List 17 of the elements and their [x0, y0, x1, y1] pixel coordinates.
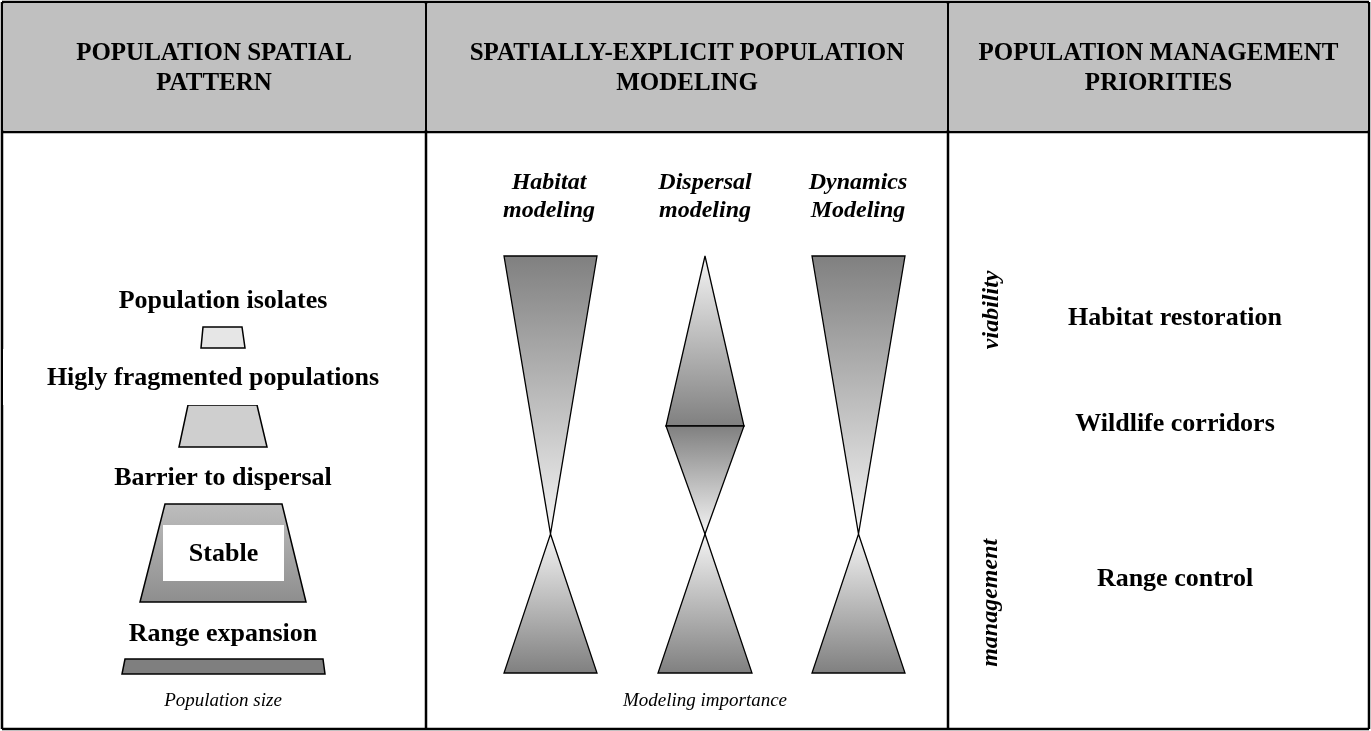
model-type-label: Dynamics Modeling	[807, 168, 909, 224]
axis-label: Modeling importance	[622, 689, 788, 711]
pattern-label: Range expansion	[128, 618, 318, 648]
state-label-box: Stable	[163, 525, 284, 581]
vertical-label: viability	[976, 270, 1004, 350]
priority-label: Wildlife corridors	[1075, 408, 1275, 438]
model-type-label: Habitat modeling	[502, 168, 596, 224]
pattern-label: Barrier to dispersal	[114, 462, 332, 492]
vertical-label: management	[976, 539, 1004, 667]
column-header: SPATIALLY-EXPLICIT POPULATION MODELING	[428, 4, 946, 130]
priority-label: Range control	[1096, 563, 1254, 593]
axis-label: Population size	[164, 689, 282, 711]
model-type-label: Dispersal modeling	[657, 168, 753, 224]
pattern-label: Population isolates	[118, 285, 328, 315]
column-header: POPULATION SPATIAL PATTERN	[4, 4, 424, 130]
column-header: POPULATION MANAGEMENT PRIORITIES	[950, 4, 1367, 130]
priority-label: Habitat restoration	[1068, 302, 1282, 332]
